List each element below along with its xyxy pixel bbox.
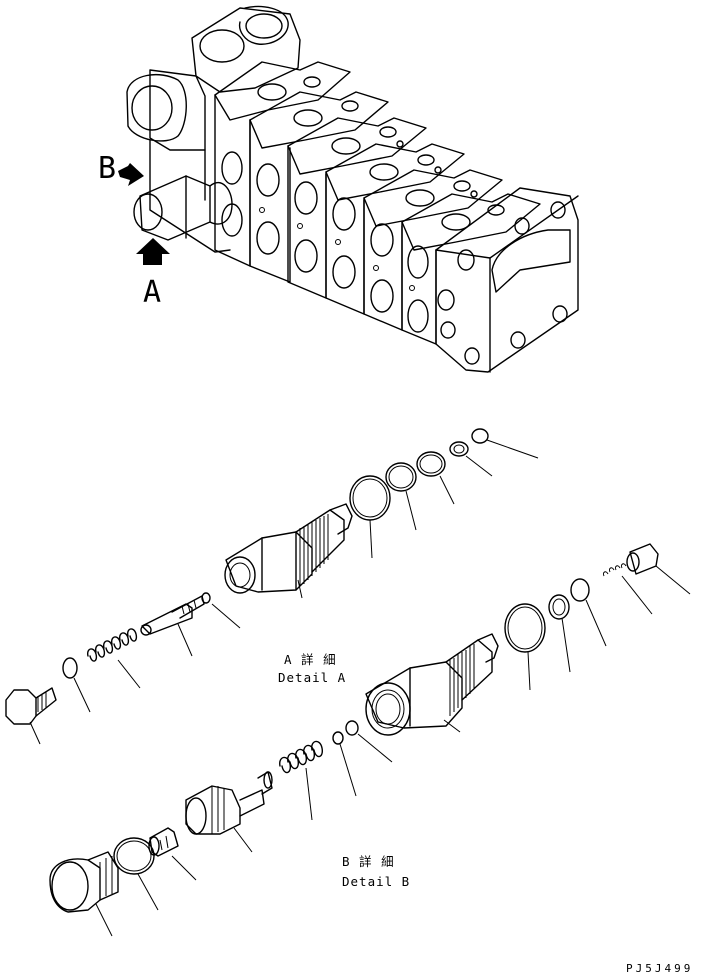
arrow-b-label: B <box>98 151 116 186</box>
detail-a-exploded <box>5 428 539 745</box>
arrow-a-icon <box>136 238 170 265</box>
end-block <box>435 187 579 373</box>
valve-sections <box>214 61 541 345</box>
arrow-b-icon <box>118 163 144 186</box>
detail-a-jp-label: A 詳 細 <box>284 652 337 667</box>
detail-b-en-label: Detail B <box>342 874 410 889</box>
detail-b-jp-label: B 詳 細 <box>342 854 395 869</box>
detail-a-en-label: Detail A <box>278 670 346 685</box>
arrow-a-label: A <box>143 275 161 310</box>
detail-b-exploded <box>49 543 691 937</box>
control-valve-assembly <box>118 5 579 373</box>
drawing-code: PJ5J499 <box>626 962 693 975</box>
relief-valve-outline <box>133 175 233 241</box>
